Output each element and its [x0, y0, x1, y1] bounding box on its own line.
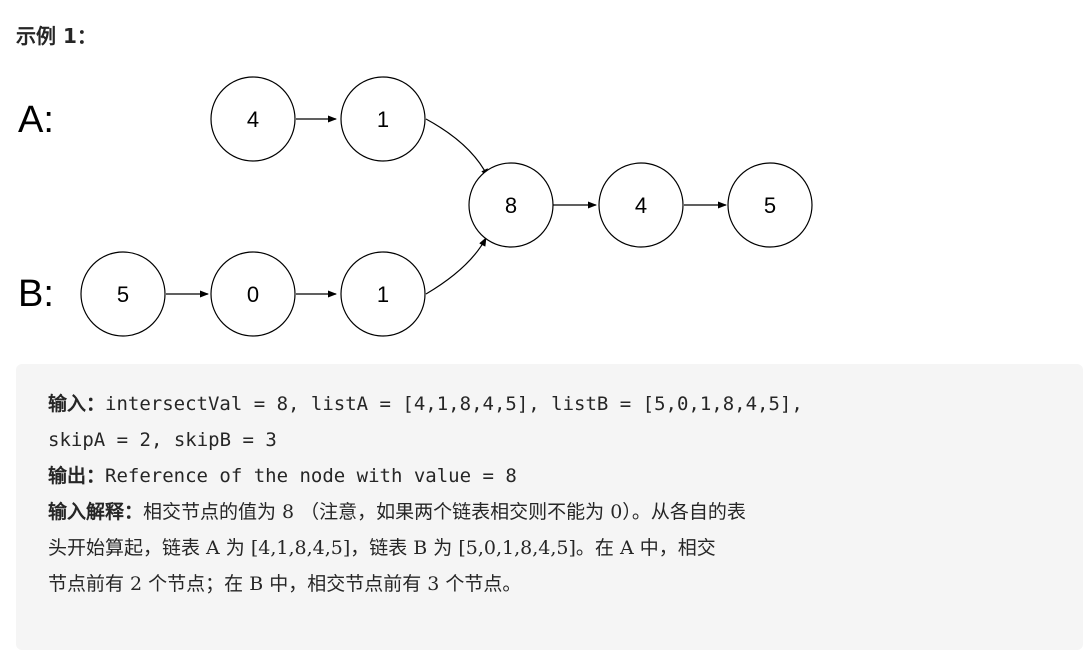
list-node-shared-2: 5 [727, 162, 813, 248]
explanation-text-1: 相交节点的值为 8 （注意，如果两个链表相交则不能为 0）。从各自的表 [143, 501, 746, 523]
edge-a1-s0 [425, 118, 489, 178]
input-value-1: intersectVal = 8, listA = [4,1,8,4,5], l… [105, 393, 803, 415]
input-label: 输入： [48, 393, 106, 415]
list-b-label: B: [18, 273, 54, 315]
list-node-b2: 1 [340, 251, 426, 337]
node-value: 8 [505, 193, 517, 218]
input-line-1: 输入：intersectVal = 8, listA = [4,1,8,4,5]… [48, 386, 1053, 422]
node-value: 4 [247, 107, 259, 132]
list-node-shared-1: 4 [598, 162, 684, 248]
list-node-shared-0: 8 [468, 162, 554, 248]
edge-b2-s0 [425, 237, 487, 295]
output-line: 输出：Reference of the node with value = 8 [48, 458, 1053, 494]
node-value: 1 [377, 107, 389, 132]
output-value: Reference of the node with value = 8 [105, 465, 517, 487]
list-a-label: A: [18, 99, 54, 141]
example-heading: 示例 1： [16, 24, 97, 48]
explanation-line-3: 节点前有 2 个节点；在 B 中，相交节点前有 3 个节点。 [48, 573, 522, 595]
explanation-line-1: 输入解释：相交节点的值为 8 （注意，如果两个链表相交则不能为 0）。从各自的表 [48, 494, 1053, 530]
node-value: 5 [117, 282, 129, 307]
linked-list-diagram: A: B: 4 1 5 0 1 8 4 5 [18, 76, 813, 337]
input-line-2: skipA = 2, skipB = 3 [48, 429, 277, 451]
node-value: 0 [247, 282, 259, 307]
output-label: 输出： [48, 465, 106, 487]
list-node-a0: 4 [210, 76, 296, 162]
node-value: 5 [764, 193, 776, 218]
node-value: 4 [635, 193, 647, 218]
explanation-line-2: 头开始算起，链表 A 为 [4,1,8,4,5]，链表 B 为 [5,0,1,8… [48, 537, 716, 559]
explanation-label: 输入解释： [48, 501, 144, 523]
example-code-block: 输入：intersectVal = 8, listA = [4,1,8,4,5]… [16, 364, 1083, 650]
list-node-b0: 5 [80, 251, 166, 337]
list-node-b1: 0 [210, 251, 296, 337]
node-value: 1 [377, 282, 389, 307]
list-node-a1: 1 [340, 76, 426, 162]
